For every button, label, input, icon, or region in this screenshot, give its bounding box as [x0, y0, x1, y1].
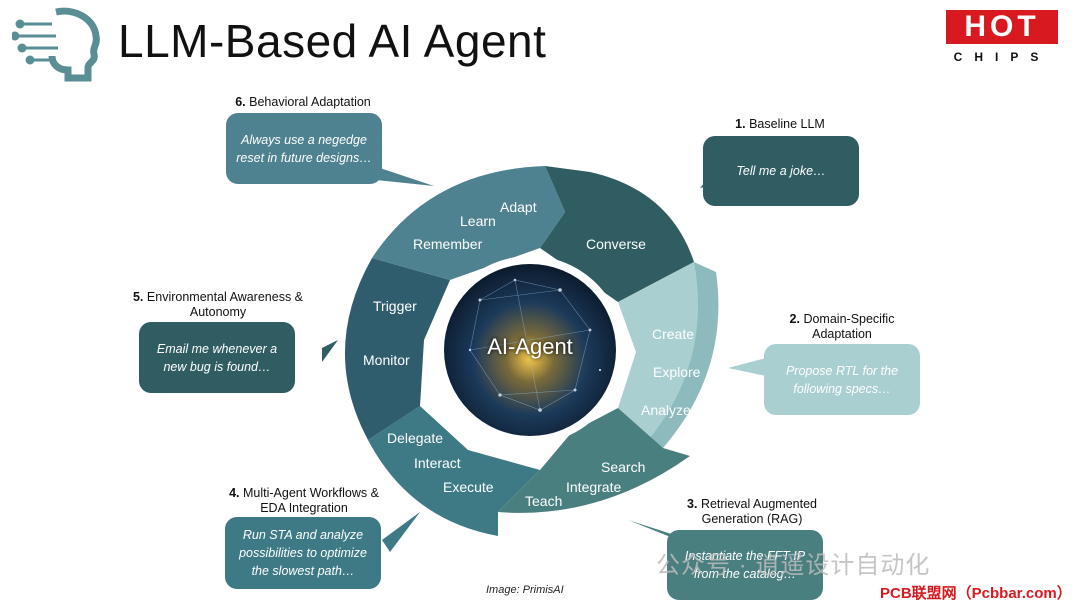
center-label: AI-Agent — [487, 334, 573, 359]
segment-label-create: Create — [652, 326, 695, 342]
segment-delegate — [368, 406, 540, 536]
stage-label-1: 1. Baseline LLM — [705, 117, 855, 132]
stage-title-6: Behavioral Adaptation — [249, 95, 371, 109]
segment-label-converse: Converse — [586, 236, 646, 252]
site-watermark: PCB联盟网（Pcbbar.com） — [880, 585, 1072, 602]
callout-text-1: Tell me a joke… — [736, 164, 826, 178]
callout-text-6: Always use a negedge reset in future des… — [236, 132, 372, 165]
callout-bubble-6: Always use a negedge reset in future des… — [226, 113, 382, 184]
stage-title-2: Domain-Specific Adaptation — [803, 312, 895, 341]
segment-label-explore: Explore — [653, 364, 701, 380]
segment-label-monitor: Monitor — [363, 352, 410, 368]
stage-number-6: 6. — [235, 95, 246, 109]
segment-label-analyze: Analyze — [641, 402, 691, 418]
bubble-tail-4 — [382, 512, 420, 552]
segment-label-learn: Learn — [460, 213, 496, 229]
stage-label-2: 2. Domain-Specific Adaptation — [768, 312, 916, 342]
segment-trigger — [344, 258, 450, 440]
segment-search — [498, 408, 690, 513]
logo-word: HOT — [946, 10, 1058, 44]
callout-text-2: Propose RTL for the following specs… — [785, 363, 899, 396]
callout-bubble-5: Email me whenever a new bug is found… — [139, 322, 295, 393]
bubble-tail-2 — [728, 358, 766, 376]
segment-label-teach: Teach — [525, 493, 563, 509]
callout-text-4: Run STA and analyze possibilities to opt… — [239, 528, 367, 578]
stage-title-5: Environmental Awareness & Autonomy — [146, 290, 304, 319]
stage-label-6: 6. Behavioral Adaptation — [222, 95, 384, 110]
segment-label-interact: Interact — [414, 455, 461, 471]
callout-bubble-3: Instantiate the FFT IP from the catalog… — [667, 530, 823, 600]
segment-converse — [540, 166, 694, 302]
segment-label-delegate: Delegate — [387, 430, 444, 446]
segment-label-trigger: Trigger — [373, 298, 417, 314]
stage-number-2: 2. — [789, 312, 800, 326]
stage-title-3: Retrieval Augmented Generation (RAG) — [700, 497, 817, 526]
stage-label-5: 5. Environmental Awareness & Autonomy — [130, 290, 306, 320]
stage-title-4: Multi-Agent Workflows & EDA Integration — [243, 486, 379, 515]
bubble-tail-6 — [368, 164, 434, 186]
stage-label-4: 4. Multi-Agent Workflows & EDA Integrati… — [222, 486, 386, 516]
stage-title-1: Baseline LLM — [749, 117, 825, 131]
callout-bubble-2: Propose RTL for the following specs… — [764, 344, 920, 415]
stage-number-3: 3. — [687, 497, 698, 511]
callout-text-5: Email me whenever a new bug is found… — [156, 341, 278, 374]
wechat-watermark: 公众号 · 逍遥设计自动化 — [656, 552, 931, 579]
callout-bubble-4: Run STA and analyze possibilities to opt… — [225, 517, 381, 589]
logo-sub: CHIPS — [953, 50, 1051, 64]
segment-adapt — [372, 166, 565, 280]
segment-label-execute: Execute — [443, 479, 494, 495]
segment-label-search: Search — [601, 459, 646, 475]
hot-chips-logo: HOT CHIPS — [946, 10, 1058, 68]
image-caption: Image: PrimisAI — [486, 584, 564, 596]
stage-number-4: 4. — [229, 486, 240, 500]
segment-label-adapt: Adapt — [500, 199, 537, 215]
page-title: LLM-Based AI Agent — [118, 15, 547, 67]
stage-number-5: 5. — [132, 290, 144, 304]
segment-label-remember: Remember — [413, 236, 483, 252]
brain-circuit-logo-icon — [12, 7, 100, 82]
stage-label-3: 3. Retrieval Augmented Generation (RAG) — [672, 497, 832, 527]
segment-create-edge — [650, 262, 719, 448]
callout-bubble-1: Tell me a joke… — [703, 136, 859, 206]
callout-text-3: Instantiate the FFT IP from the catalog… — [684, 549, 806, 581]
segment-label-integrate: Integrate — [566, 479, 622, 495]
stage-number-1: 1. — [735, 117, 746, 131]
bubble-tail-5 — [322, 340, 338, 362]
